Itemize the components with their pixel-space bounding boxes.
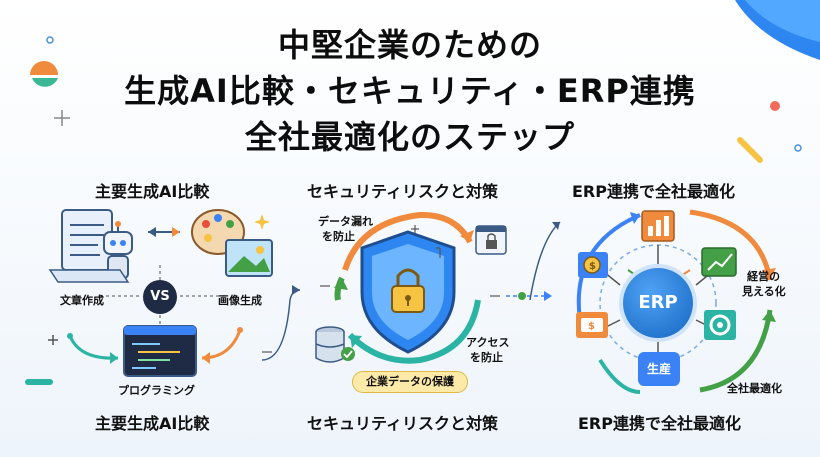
- erp-heading-bottom: ERP連携で全社最適化: [578, 414, 741, 433]
- ai-heading-top: 主要生成AI比較: [95, 182, 210, 201]
- code-window-icon: [123, 325, 197, 377]
- erp-heading-top: ERP連携で全社最適化: [572, 182, 735, 201]
- label-company-optimization: 全社最適化: [727, 382, 782, 395]
- gear-icon: [704, 310, 736, 340]
- coins-icon: $: [578, 252, 608, 278]
- erp-arc-green: [699, 309, 773, 393]
- label-image-generation: 画像生成: [218, 294, 262, 307]
- bar-chart-icon: [641, 210, 675, 242]
- ai-heading-bottom: 主要生成AI比較: [95, 414, 210, 433]
- cycle-arrow-green: [347, 299, 481, 364]
- shield-lock-icon: [360, 230, 456, 354]
- label-programming: プログラミング: [118, 384, 195, 397]
- title-line-1: 中堅企業のための: [277, 26, 542, 64]
- protect-data-badge: 企業データの保護: [352, 371, 468, 393]
- label-text-generation: 文章作成: [60, 294, 104, 307]
- label-leak-line1: データ漏れ: [318, 215, 373, 228]
- document-icon: [61, 209, 113, 271]
- line-chart-icon: [701, 247, 737, 277]
- vs-badge: VS: [143, 280, 177, 314]
- label-access-line2: を防止: [470, 351, 503, 364]
- database-icon: [315, 326, 355, 363]
- erp-arc-orange: [689, 209, 773, 281]
- swap-arrow-top: [148, 227, 180, 237]
- security-heading-bottom: セキュリティリスクと対策: [307, 414, 499, 433]
- label-access-line1: アクセス: [466, 336, 510, 349]
- money-icon: $: [576, 312, 608, 338]
- title-line-2: 生成AI比較・セキュリティ・ERP連携: [124, 72, 696, 110]
- svg-text:$: $: [588, 321, 595, 332]
- cycle-arrow-orange: [342, 211, 473, 271]
- production-box: 生産: [638, 352, 680, 386]
- left-half-circle: [30, 61, 58, 75]
- erp-core-circle: ERP: [623, 268, 693, 338]
- label-leak-line2: を防止: [322, 230, 355, 243]
- padlock-window-icon: [475, 225, 507, 255]
- svg-text:$: $: [589, 261, 596, 272]
- landscape-icon: [225, 239, 273, 277]
- title-line-3: 全社最適化のステップ: [244, 118, 575, 156]
- label-visualize-line2: 見える化: [742, 285, 786, 298]
- label-visualize-line1: 経営の: [747, 270, 780, 283]
- security-heading-top: セキュリティリスクと対策: [307, 182, 499, 201]
